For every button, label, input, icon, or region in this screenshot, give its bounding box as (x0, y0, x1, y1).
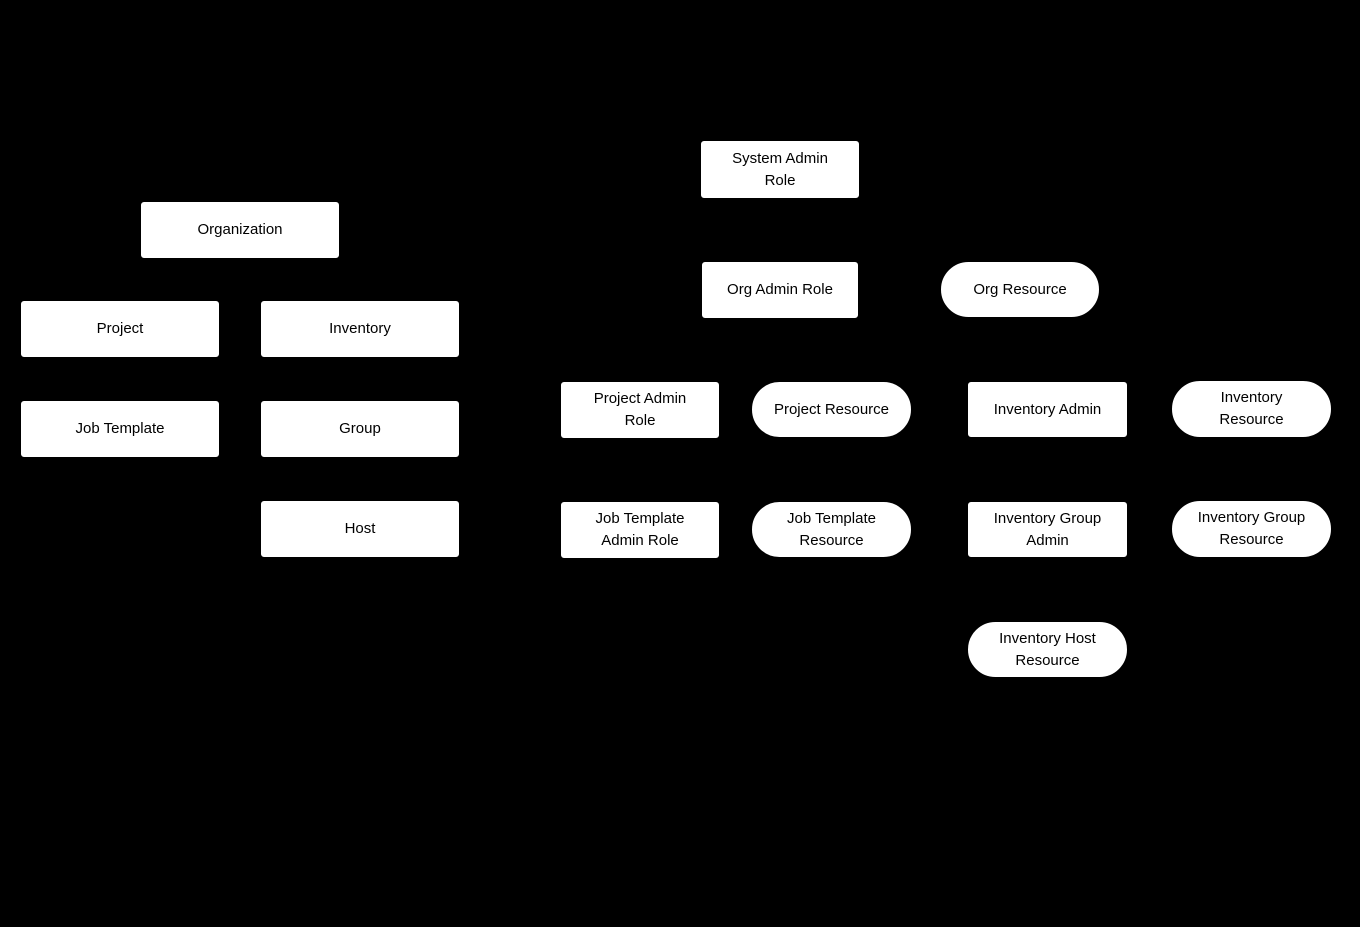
node-inventory-group-admin: Inventory Group Admin (968, 502, 1127, 557)
node-job-template-admin-role: Job Template Admin Role (561, 502, 719, 558)
node-system-admin-role: System Admin Role (701, 141, 859, 198)
node-organization: Organization (141, 202, 339, 258)
node-job-template: Job Template (21, 401, 219, 457)
node-org-admin-role: Org Admin Role (702, 262, 858, 318)
node-inventory-resource: Inventory Resource (1172, 381, 1331, 437)
node-org-resource: Org Resource (941, 262, 1099, 317)
node-project-resource: Project Resource (752, 382, 911, 437)
node-inventory-admin: Inventory Admin (968, 382, 1127, 437)
node-inventory: Inventory (261, 301, 459, 357)
node-project-admin-role: Project Admin Role (561, 382, 719, 438)
node-group: Group (261, 401, 459, 457)
node-job-template-resource: Job Template Resource (752, 502, 911, 557)
node-project: Project (21, 301, 219, 357)
node-host: Host (261, 501, 459, 557)
node-inventory-group-resource: Inventory Group Resource (1172, 501, 1331, 557)
node-inventory-host-resource: Inventory Host Resource (968, 622, 1127, 677)
